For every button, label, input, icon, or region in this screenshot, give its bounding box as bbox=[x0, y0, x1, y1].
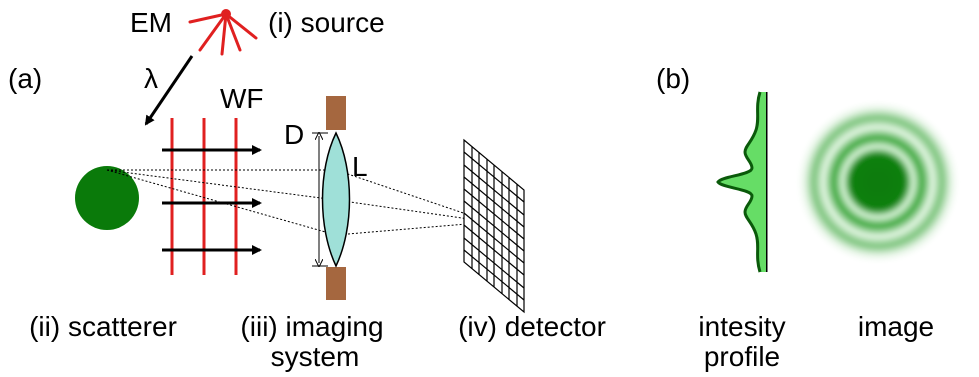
source-label: (i) source bbox=[268, 7, 385, 38]
aperture-d-label: D bbox=[284, 119, 304, 150]
aperture-bottom bbox=[326, 267, 346, 300]
convex-lens-icon bbox=[321, 131, 351, 268]
wavefront-label: WF bbox=[220, 83, 264, 114]
lens-l-label: L bbox=[352, 151, 368, 182]
em-label: EM bbox=[130, 7, 172, 38]
lambda-label: λ bbox=[144, 63, 158, 94]
detector-label: (iv) detector bbox=[458, 311, 606, 342]
scatterer-sphere bbox=[75, 166, 139, 230]
airy-pattern-image bbox=[798, 102, 958, 262]
imaging-label-line1: (iii) imaging bbox=[240, 311, 383, 342]
aperture-dimension bbox=[312, 133, 328, 266]
grid-detector-icon bbox=[463, 138, 525, 314]
intensity-label-line1: intesity bbox=[698, 311, 785, 342]
image-label: image bbox=[858, 311, 934, 342]
panel-a-label: (a) bbox=[8, 63, 42, 94]
aperture-top bbox=[326, 96, 346, 130]
intensity-label-line2: profile bbox=[704, 341, 780, 372]
wave-direction-arrow bbox=[144, 55, 194, 126]
scatterer-label: (ii) scatterer bbox=[29, 311, 177, 342]
starburst-icon bbox=[188, 9, 258, 56]
panel-b-label: (b) bbox=[656, 63, 690, 94]
imaging-label-line2: system bbox=[271, 341, 360, 372]
propagation-arrows bbox=[162, 145, 262, 255]
intensity-profile-line bbox=[716, 91, 762, 273]
